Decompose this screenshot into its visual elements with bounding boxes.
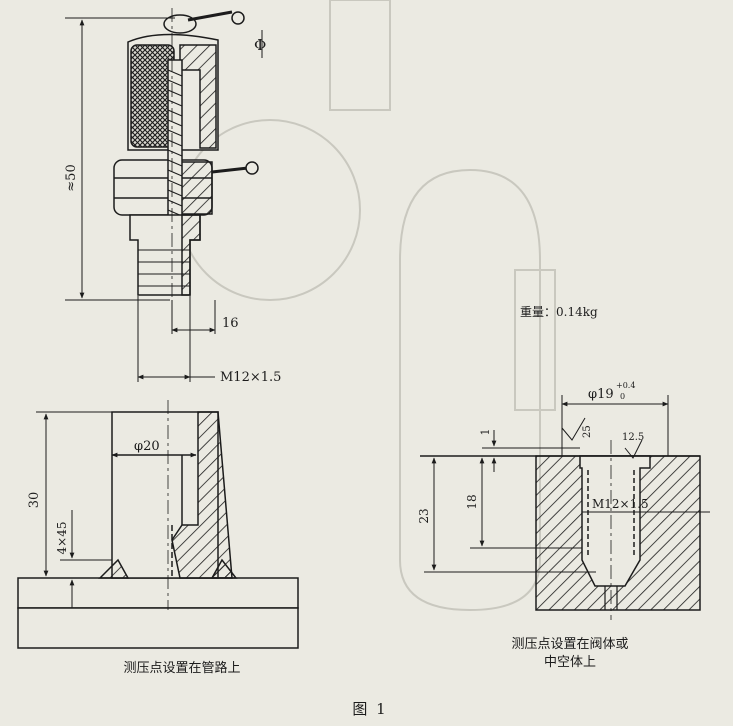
diameter-mark: Φ [254,36,266,54]
pipe-height-label: 30 [27,492,42,509]
fitting-drawing [113,8,259,330]
pipe-dimensions [36,411,197,608]
bore-diameter-label: φ19 [588,387,614,402]
dim-23-label: 23 [417,508,431,523]
body-dimensions [424,395,710,573]
bore-tol-lower: 0 [620,392,625,401]
height-50-label: ≈50 [64,164,79,191]
pipe-caption: 测压点设置在管路上 [123,661,241,676]
figure-number: 图 1 [352,700,388,718]
width-16-label: 16 [222,316,239,331]
dim-18-label: 18 [465,494,479,509]
roughness-25-label: 25 [582,425,593,438]
thread-top-label: M12×1.5 [220,370,281,385]
dim-1-label: 1 [479,429,492,436]
body-caption: 测压点设置在阀体或 中空体上 [511,637,629,670]
roughness-125-label: 12.5 [622,432,644,443]
bore-dia-base: φ19 [588,387,614,402]
bore-tol-upper: +0.4 [616,381,635,390]
body-drawing [420,440,701,620]
weight-label: 重量：0.14kg [520,305,598,319]
pipe-diameter-label: φ20 [134,439,160,454]
thread-body-label: M12×1.5 [592,497,649,511]
fitting-dimensions [65,17,263,382]
ghost-background [179,0,556,612]
chamfer-label: 4×45 [55,522,69,555]
